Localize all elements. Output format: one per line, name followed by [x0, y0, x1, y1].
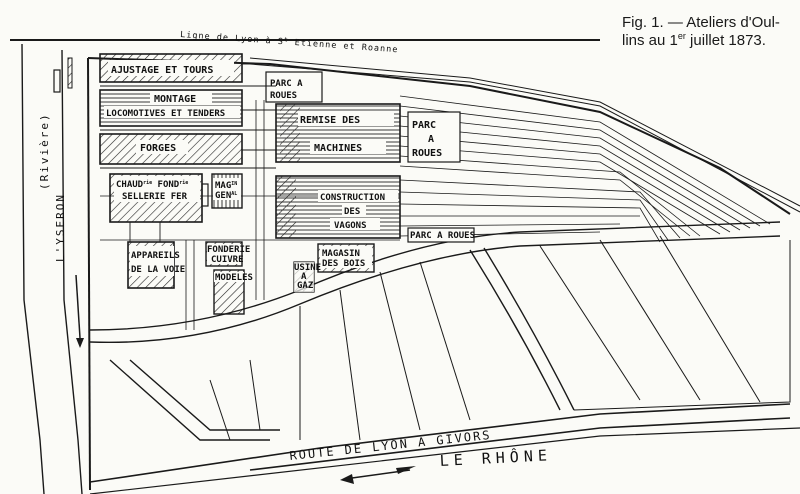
- montage-label-2: LOCOMOTIVES ET TENDERS: [106, 109, 225, 119]
- magasin-general-label-1: MAGIN: [215, 181, 237, 191]
- remise-label-1: REMISE DES: [300, 115, 360, 126]
- caption-line-2: lins au 1er juillet 1873.: [622, 32, 798, 50]
- building-appareils[interactable]: APPAREILS DE LA VOIE: [127, 241, 185, 289]
- building-modeles[interactable]: MODELES: [213, 269, 253, 315]
- building-magasin-bois[interactable]: MAGASIN DES BOIS: [317, 243, 375, 273]
- yseron-label: L'YSERON: [54, 193, 67, 262]
- building-magasin-general[interactable]: MAGIN GENAL: [211, 173, 243, 209]
- yseron-river: [21, 43, 83, 494]
- parc-a-roues-east-label-2: A: [428, 134, 434, 145]
- magasin-bois-label-1: MAGASIN: [322, 249, 360, 259]
- ajustage-label: AJUSTAGE ET TOURS: [111, 65, 213, 76]
- forges-label: FORGES: [140, 143, 176, 154]
- parc-a-roues-north[interactable]: PARC A ROUES: [265, 71, 323, 103]
- appareils-label-2: DE LA VOIE: [131, 265, 185, 275]
- building-montage[interactable]: MONTAGE LOCOMOTIVES ET TENDERS: [99, 89, 243, 127]
- bridge-marker-2: [67, 57, 73, 89]
- internal-roads: [89, 221, 781, 441]
- rhone-label: LE RHÔNE: [439, 445, 552, 470]
- building-chaudronnerie[interactable]: CHAUDrie FONDrie SELLERIE FER: [109, 173, 203, 223]
- parc-a-roues-north-label-2: ROUES: [270, 91, 297, 101]
- building-remise-machines[interactable]: REMISE DES MACHINES: [275, 103, 401, 163]
- yseron-type-label: (Rivière): [38, 112, 51, 190]
- parc-a-roues-east-label-3: ROUES: [412, 148, 442, 159]
- rhone-river: [89, 427, 800, 494]
- river-flow-arrow: [75, 274, 84, 348]
- road-givors: [89, 403, 791, 483]
- montage-label-1: MONTAGE: [154, 94, 196, 105]
- rhone-flow-arrow: [340, 466, 416, 484]
- chaudronnerie-label-1: CHAUDrie FONDrie: [116, 180, 188, 190]
- bridge-marker: [53, 69, 61, 93]
- construction-label-1: CONSTRUCTION: [320, 193, 385, 203]
- magasin-general-label-2: GENAL: [215, 191, 237, 201]
- usine-gaz-label-2: A: [301, 272, 307, 282]
- building-fonderie-cuivre[interactable]: FONDERIE CUIVRE: [205, 241, 250, 267]
- railway-tracks: [249, 57, 800, 213]
- fonderie-label-2: CUIVRE: [211, 255, 244, 265]
- caption-line-1: Fig. 1. — Ateliers d'Oul-: [622, 14, 780, 31]
- caption-line-2-start: lins au 1: [622, 32, 678, 49]
- construction-label-2: DES: [344, 207, 360, 217]
- railway-label: Ligne de Lyon à St Etienne et Roanne: [180, 29, 399, 56]
- shop-connecting-rails: [100, 63, 276, 242]
- remise-label-2: MACHINES: [314, 143, 362, 154]
- yard-tracks: [399, 95, 771, 243]
- caption-line-2-sup: er: [677, 31, 686, 41]
- figure-caption: Fig. 1. — Ateliers d'Oul- lins au 1er ju…: [622, 14, 798, 50]
- field-plots: [209, 235, 791, 441]
- building-usine-gaz[interactable]: USINE A GAZ: [293, 261, 321, 293]
- parc-a-roues-north-label-1: PARC A: [270, 79, 303, 89]
- fonderie-label-1: FONDERIE: [207, 245, 250, 255]
- parc-a-roues-south-label: PARC A ROUES: [410, 231, 475, 241]
- building-ajustage[interactable]: AJUSTAGE ET TOURS: [99, 53, 243, 83]
- building-construction-vagons[interactable]: CONSTRUCTION DES VAGONS: [275, 175, 401, 239]
- chaudronnerie-label-2: SELLERIE FER: [122, 192, 188, 202]
- usine-gaz-label-1: USINE: [294, 263, 321, 273]
- modeles-label: MODELES: [215, 273, 253, 283]
- parc-a-roues-east[interactable]: PARC A ROUES: [407, 111, 461, 163]
- parc-a-roues-east-label-1: PARC: [412, 120, 436, 131]
- building-forges[interactable]: FORGES: [99, 133, 243, 165]
- parc-a-roues-south[interactable]: PARC A ROUES: [407, 227, 475, 243]
- appareils-label-1: APPAREILS: [131, 251, 180, 261]
- building-small-annex: [201, 183, 209, 207]
- magasin-bois-label-2: DES BOIS: [322, 259, 365, 269]
- usine-gaz-label-3: GAZ: [297, 281, 314, 291]
- construction-label-3: VAGONS: [334, 221, 367, 231]
- caption-line-2-end: juillet 1873.: [685, 32, 766, 49]
